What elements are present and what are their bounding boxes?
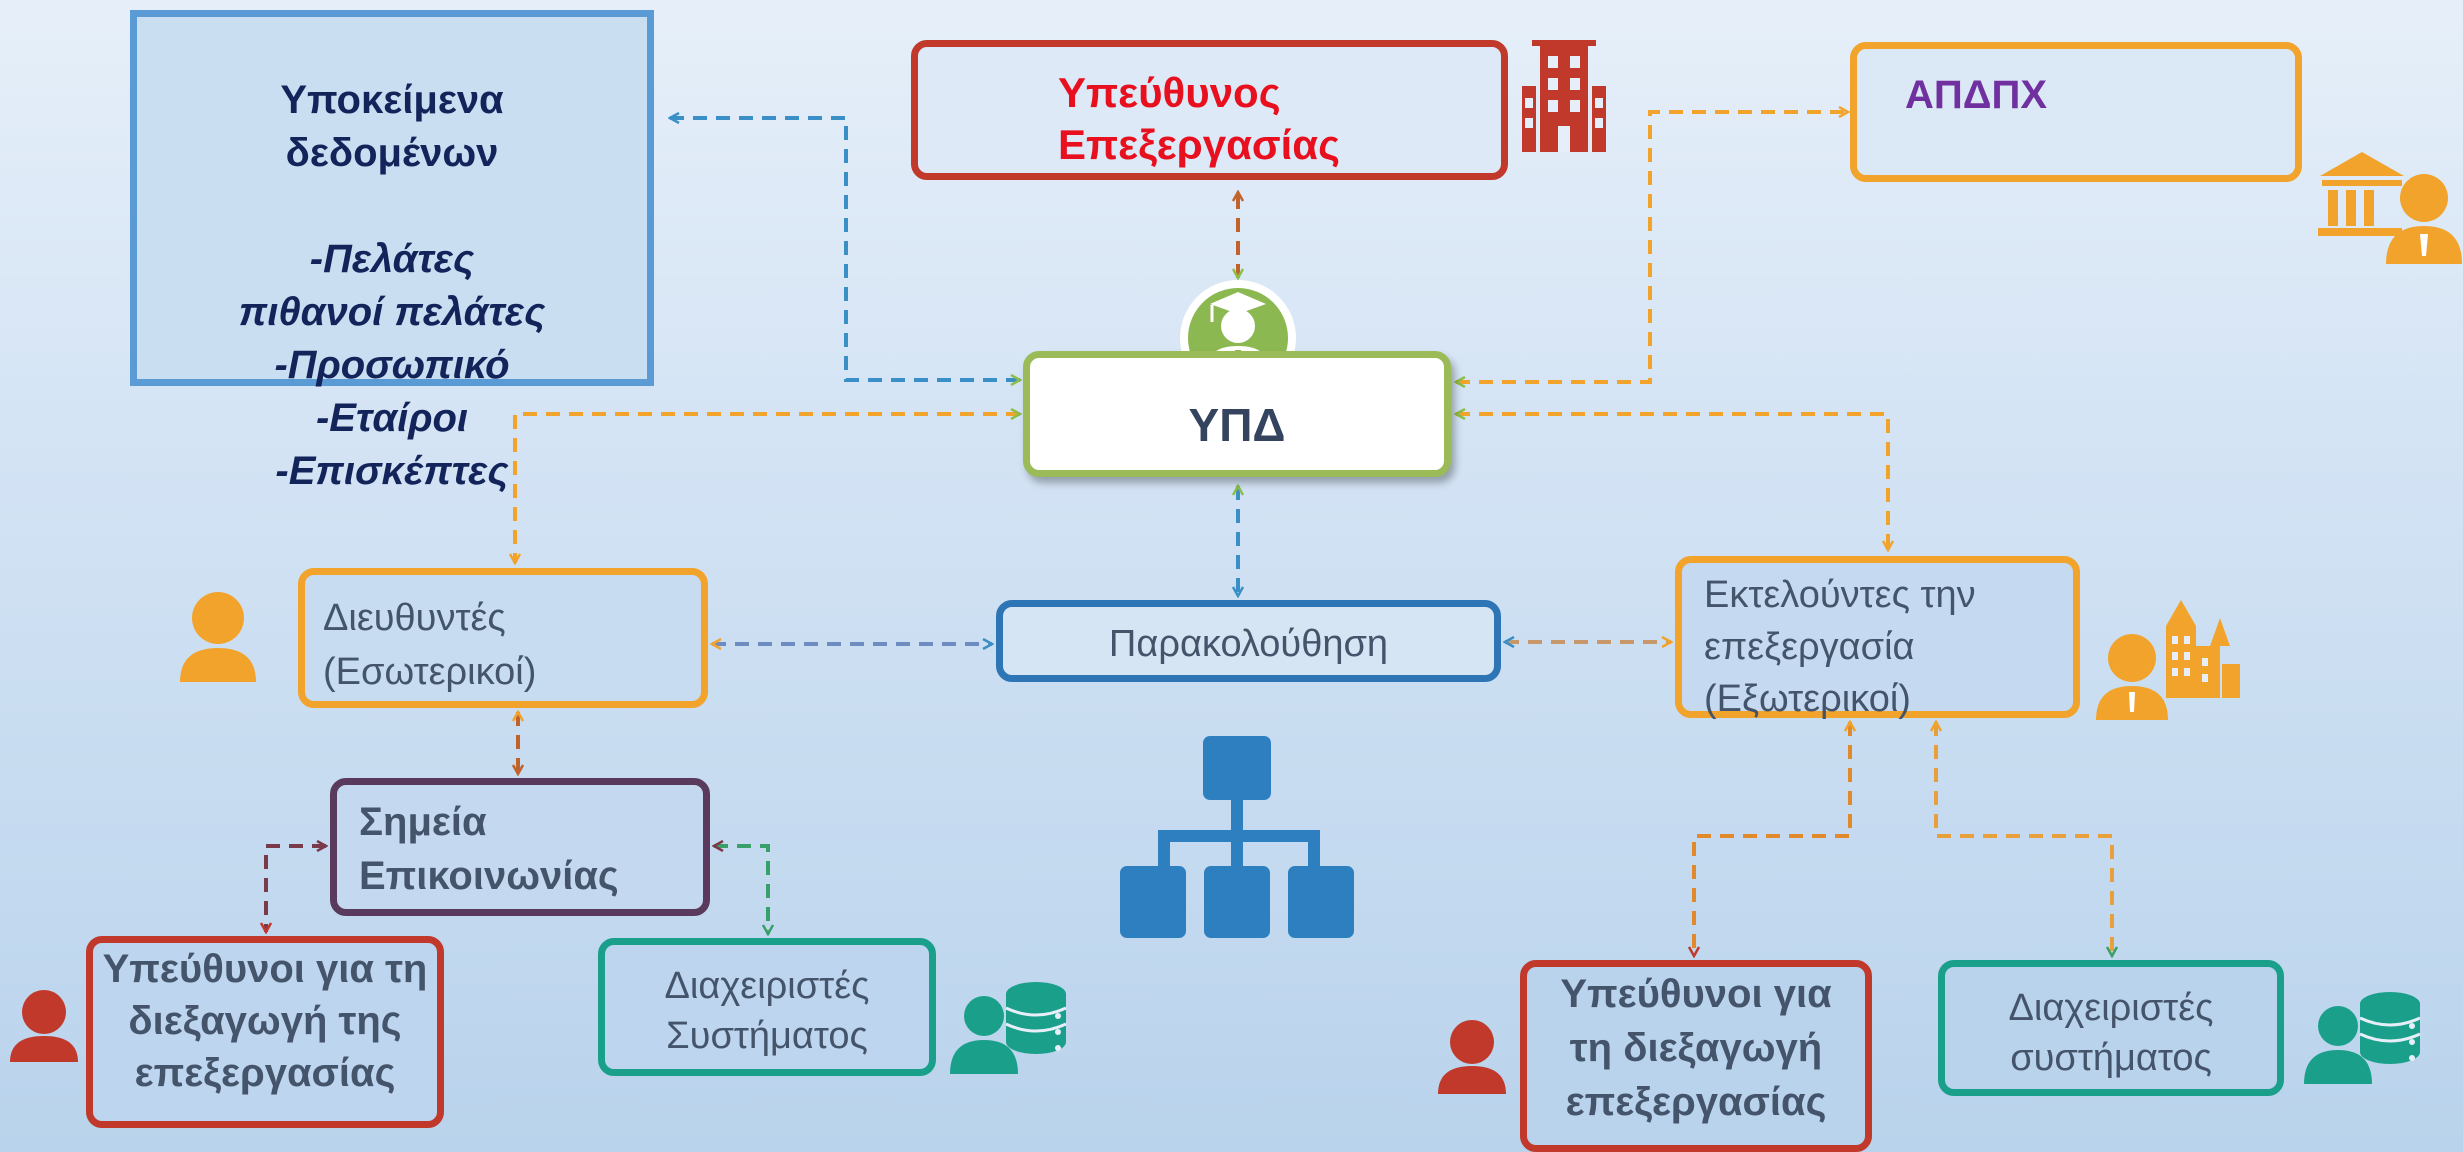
person-icon	[10, 990, 78, 1062]
conduct-left-box: Υπεύθυνοι για τη διεξαγωγή της επεξεργασ…	[86, 936, 444, 1128]
data-subjects-text: Υποκείμενα δεδομένων -Πελάτες πιθανοί πε…	[137, 21, 647, 551]
contact-points-label: Σημεία Επικοινωνίας	[359, 800, 619, 898]
dpo-box: ΥΠΔ	[1023, 351, 1451, 477]
managers-label: Διευθυντές (Εσωτερικοί)	[323, 597, 537, 693]
conduct-left-label: Υπεύθυνοι για τη διεξαγωγή της επεξεργασ…	[102, 947, 428, 1095]
connector-processors-sysadmin-right	[1936, 722, 2112, 956]
connector-dpo-subjects	[670, 118, 1020, 380]
data-subjects-box: Υποκείμενα δεδομένων -Πελάτες πιθανοί πε…	[130, 10, 654, 493]
monitoring-box: Παρακολούθηση	[996, 600, 1501, 682]
person-icon	[180, 592, 256, 682]
connector-contacts-conduct-left	[266, 846, 326, 932]
connector-dpo-apdpx	[1456, 112, 1848, 382]
sysadmin-left-box: Διαχειριστές Συστήματος	[598, 938, 936, 1076]
processors-label: Εκτελούντες την επεξεργασία (Εξωτερικοί)	[1704, 574, 1976, 720]
connector-dpo-managers	[515, 414, 1020, 563]
controller-box: Υπεύθυνος Επεξεργασίας	[911, 40, 1508, 180]
managers-box: Διευθυντές (Εσωτερικοί)	[298, 568, 708, 708]
sysadmin-left-label: Διαχειριστές Συστήματος	[664, 965, 870, 1057]
person-icon	[1438, 1020, 1506, 1094]
data-subjects-title: Υποκείμενα δεδομένων	[280, 78, 504, 175]
sysadmin-right-box: Διαχειριστές συστήματος	[1938, 960, 2284, 1096]
person-buildings-icon	[2096, 600, 2240, 720]
dpo-label: ΥΠΔ	[1188, 399, 1286, 451]
data-subjects-list: -Πελάτες πιθανοί πελάτες -Προσωπικό -Ετα…	[238, 237, 546, 493]
connector-dpo-processors	[1456, 414, 1888, 550]
processors-box: Εκτελούντες την επεξεργασία (Εξωτερικοί)	[1675, 556, 2080, 720]
institution-person-icon	[2318, 152, 2462, 264]
person-database-icon	[950, 982, 1067, 1074]
connector-processors-conduct-right	[1694, 722, 1850, 956]
org-chart-icon	[1120, 736, 1354, 938]
monitoring-label: Παρακολούθηση	[1108, 623, 1389, 665]
person-database-icon	[2304, 992, 2421, 1084]
apdpx-label: ΑΠΔΠΧ	[1905, 73, 2048, 117]
building-icon	[1522, 40, 1606, 152]
connector-contacts-sysadmin-left	[714, 846, 768, 934]
apdpx-box: ΑΠΔΠΧ	[1850, 42, 2302, 182]
sysadmin-right-label: Διαχειριστές συστήματος	[2008, 987, 2214, 1079]
controller-label: Υπεύθυνος Επεξεργασίας	[1058, 69, 1340, 168]
conduct-right-box: Υπεύθυνοι για τη διεξαγωγή επεξεργασίας	[1520, 960, 1872, 1152]
contact-points-box: Σημεία Επικοινωνίας	[330, 778, 710, 916]
conduct-right-label: Υπεύθυνοι για τη διεξαγωγή επεξεργασίας	[1560, 972, 1832, 1124]
